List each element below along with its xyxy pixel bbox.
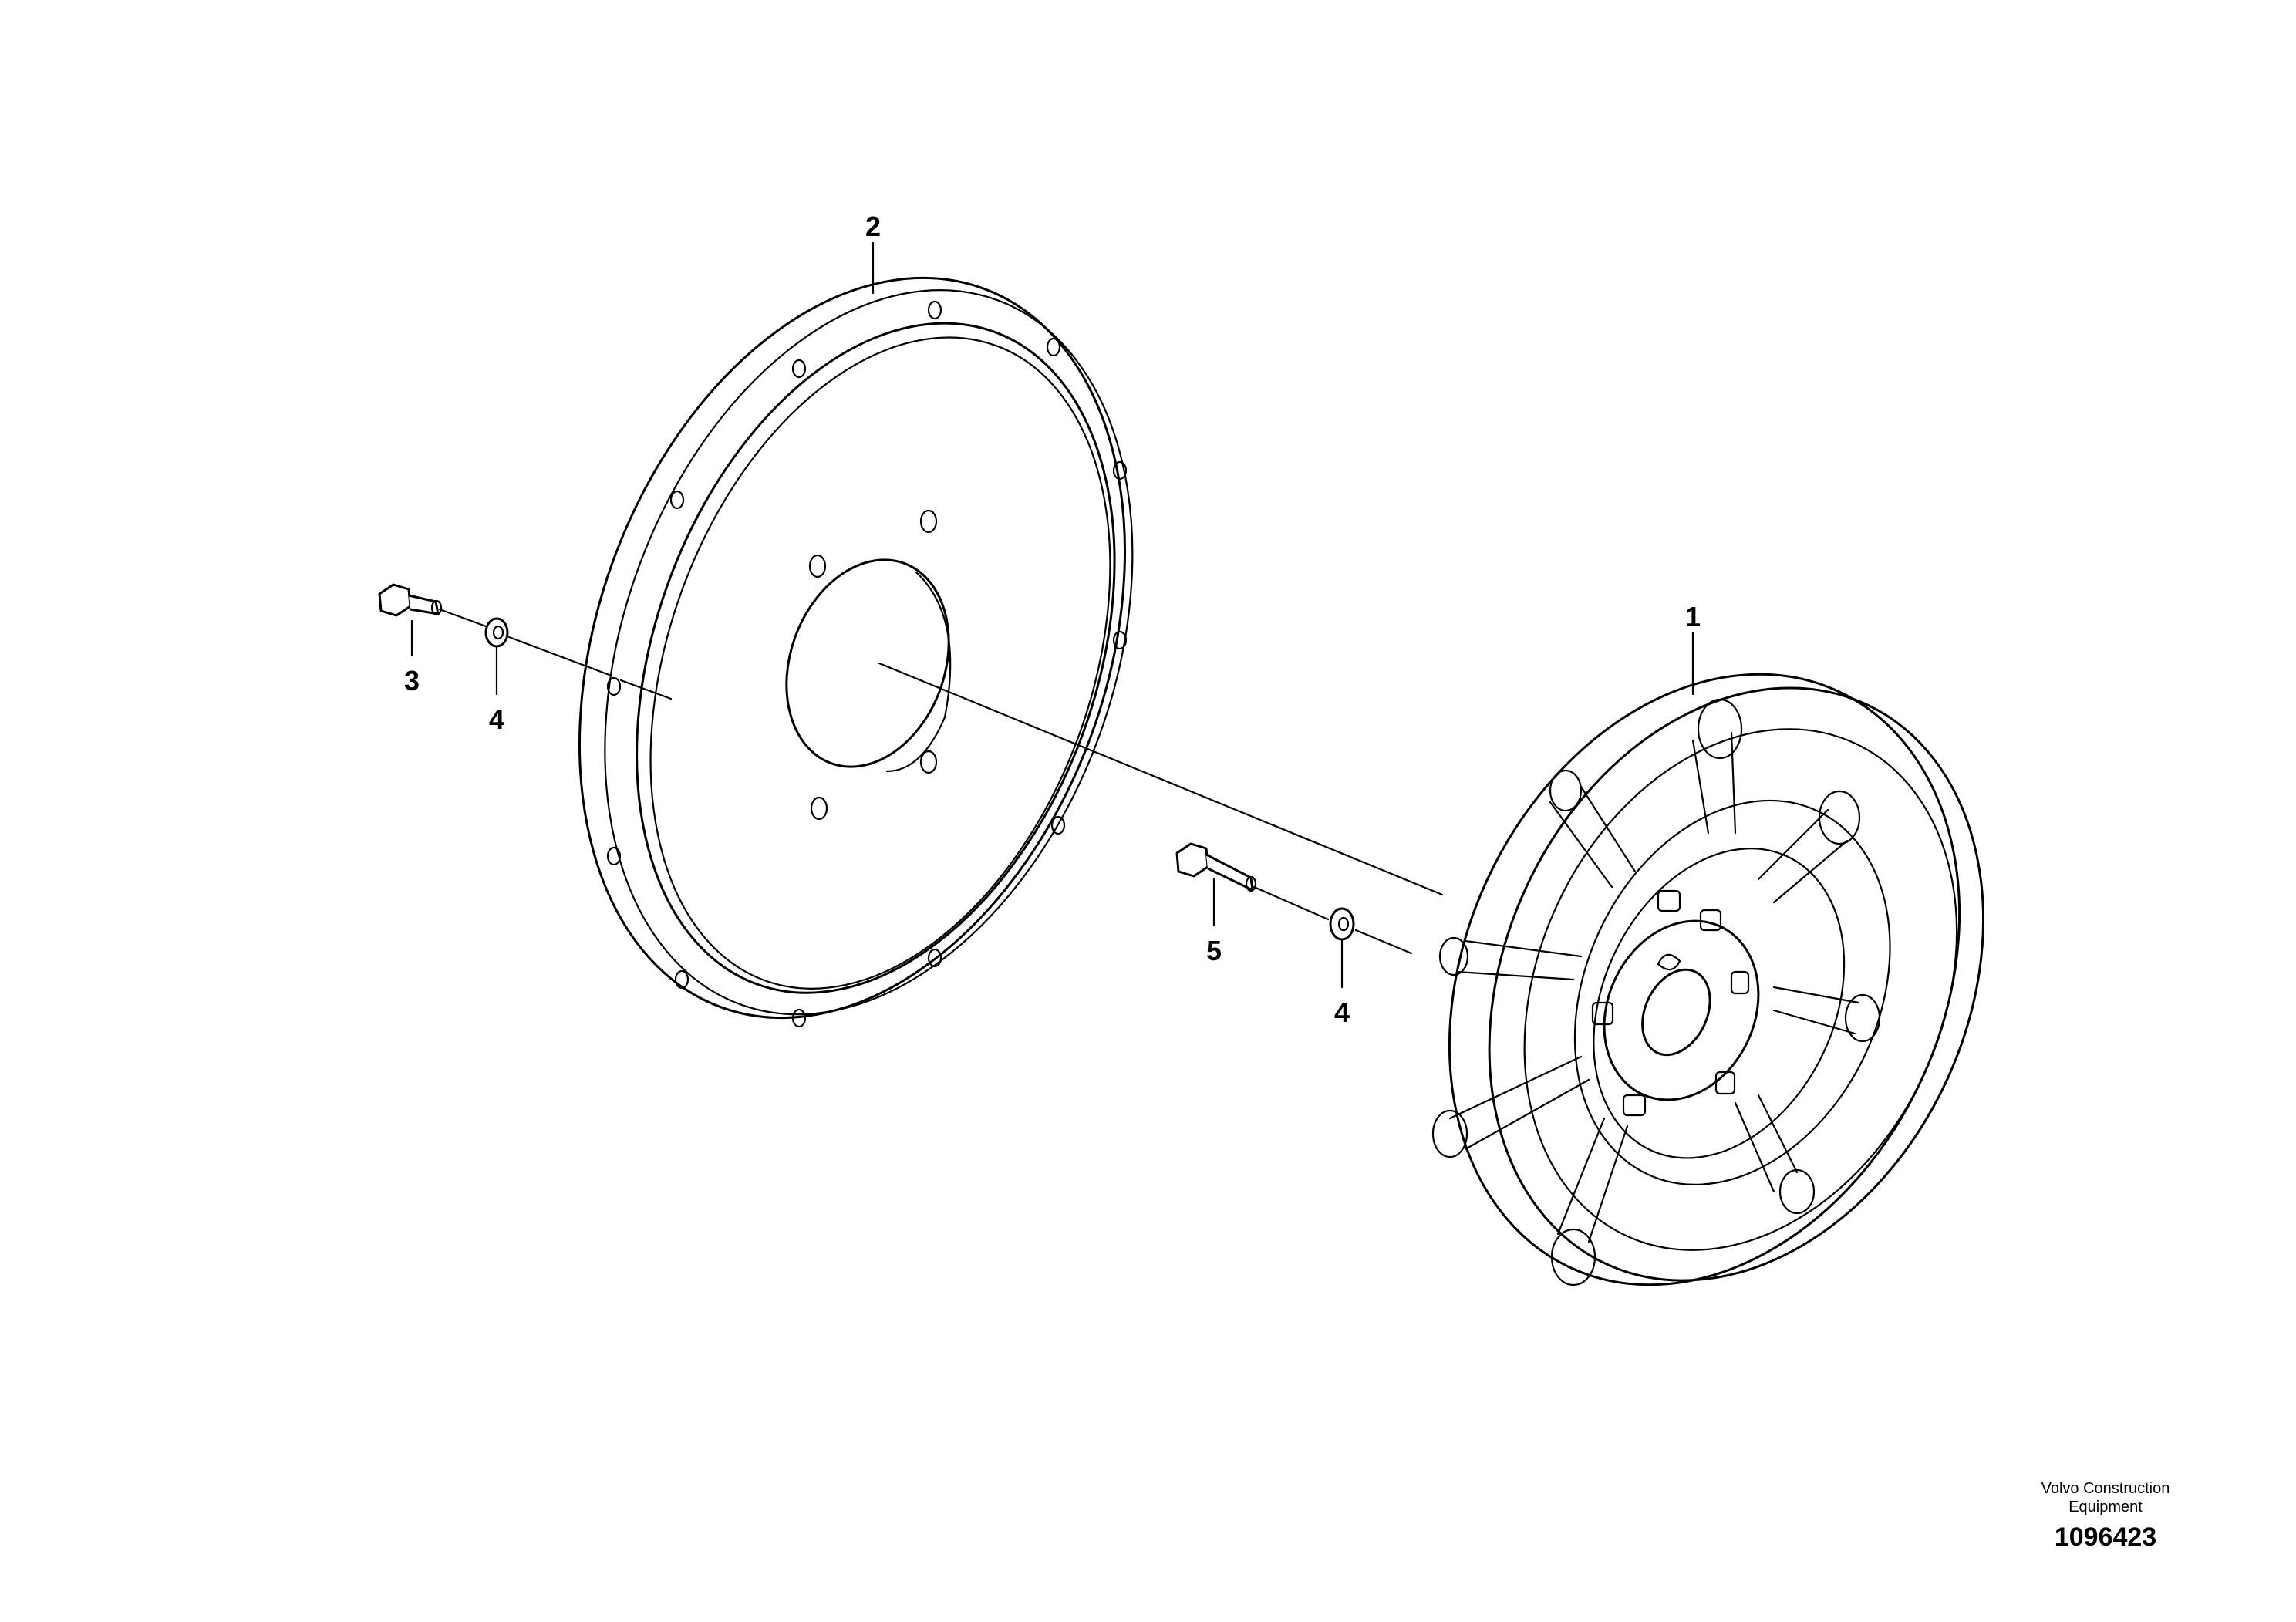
drawing-number: 1096423 [2054,1523,2157,1552]
bolt-part-5[interactable] [1175,842,1257,892]
assembly-lines [438,608,1444,955]
callout-5: 5 [1206,935,1222,966]
bolt-part-3[interactable] [378,583,443,617]
callout-4-left: 4 [489,703,504,735]
credit-line-1: Volvo Construction [2041,1480,2170,1497]
callout-3: 3 [404,665,420,696]
flex-plate-part-2[interactable] [482,201,1229,1097]
leader-lines [410,241,1694,989]
credit-line-2: Equipment [2068,1499,2143,1516]
coupling-part-1[interactable] [1354,591,2076,1378]
callout-4-right: 4 [1334,996,1350,1028]
washer-part-4-right[interactable] [1329,907,1355,941]
callout-2: 2 [865,211,881,242]
washer-part-4-left[interactable] [484,617,509,648]
publisher-credit: Volvo Construction Equipment 1096423 [1990,1479,2221,1553]
callout-1: 1 [1685,601,1701,632]
